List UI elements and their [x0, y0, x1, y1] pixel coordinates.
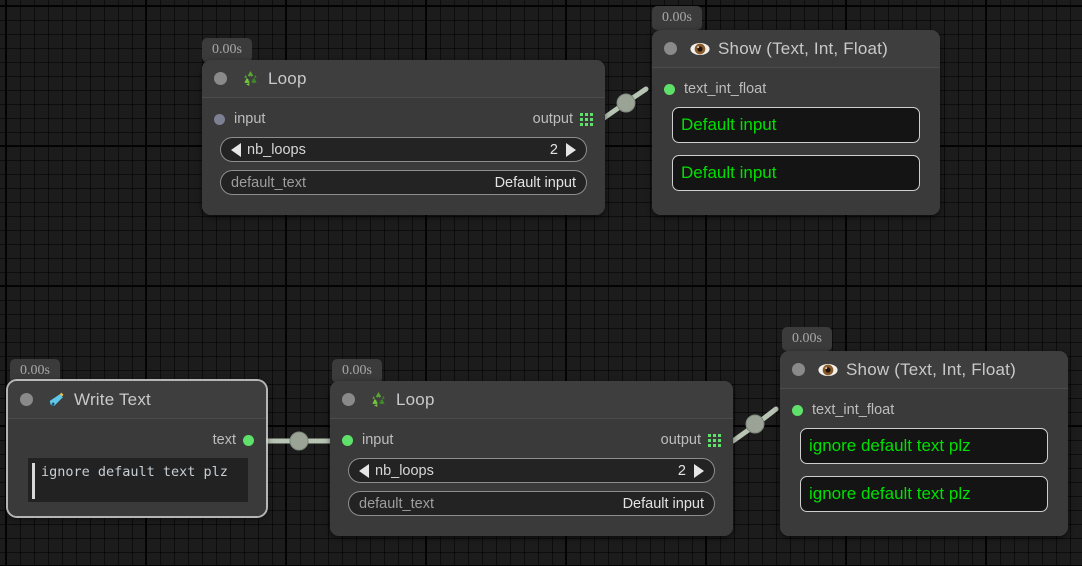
node-body: input output nb_loops 2 default_text Def… — [202, 98, 605, 215]
param-name: default_text — [231, 174, 306, 191]
input-port-dot[interactable] — [342, 434, 353, 446]
output-value-box: ignore default text plz — [800, 476, 1048, 512]
input-port-dot[interactable] — [664, 83, 675, 95]
input-port-label: text_int_float — [812, 402, 895, 418]
param-value: Default input — [494, 174, 576, 191]
timestamp-badge-write-text: 0.00s — [10, 359, 60, 383]
timestamp-badge-loop-bottom: 0.00s — [332, 359, 382, 383]
param-name: nb_loops — [375, 462, 434, 479]
recycle-icon — [240, 69, 260, 89]
text-caret — [32, 463, 35, 499]
wire-handle[interactable] — [616, 93, 636, 113]
node-title: Write Text — [74, 389, 151, 409]
arrow-left-icon[interactable] — [231, 142, 241, 157]
node-header[interactable]: Show (Text, Int, Float) — [780, 351, 1068, 389]
node-status-dot[interactable] — [20, 393, 33, 406]
arrow-left-icon[interactable] — [359, 463, 369, 478]
wire-loop-top-to-show-top[interactable] — [601, 86, 649, 121]
text-editor-input[interactable]: ignore default text plz — [28, 458, 248, 502]
param-name: nb_loops — [247, 141, 306, 158]
output-value-box: Default input — [672, 155, 920, 191]
ports-row: text_int_float — [664, 79, 928, 99]
ports-row: input output — [342, 430, 721, 450]
param-default-text[interactable]: default_text Default input — [220, 170, 587, 195]
ports-row: input output — [214, 109, 593, 129]
ports-row: text_int_float — [792, 400, 1056, 420]
input-port-label: input — [234, 111, 266, 127]
grid-icon[interactable] — [580, 112, 593, 126]
node-body: text ignore default text plz — [8, 419, 266, 516]
node-header[interactable]: Show (Text, Int, Float) — [652, 30, 940, 68]
output-port-label: text — [212, 432, 236, 448]
node-body: text_int_float Default input Default inp… — [652, 68, 940, 215]
node-title: Loop — [396, 389, 435, 409]
input-port-dot[interactable] — [792, 404, 803, 416]
node-write-text[interactable]: Write Text text ignore default text plz — [8, 381, 266, 516]
param-value: 2 — [677, 462, 686, 479]
input-port-dot[interactable] — [214, 113, 225, 125]
node-status-dot[interactable] — [664, 42, 677, 55]
wire-handle[interactable] — [745, 414, 765, 434]
grid-icon[interactable] — [708, 433, 721, 447]
output-value-box: Default input — [672, 107, 920, 143]
param-name: default_text — [359, 495, 434, 512]
param-default-text[interactable]: default_text Default input — [348, 491, 715, 516]
node-status-dot[interactable] — [792, 363, 805, 376]
node-status-dot[interactable] — [214, 72, 227, 85]
param-nb-loops-stepper[interactable]: nb_loops 2 — [348, 458, 715, 483]
node-show-top[interactable]: Show (Text, Int, Float) text_int_float D… — [652, 30, 940, 215]
node-header[interactable]: Loop — [202, 60, 605, 98]
output-port-dot[interactable] — [243, 434, 254, 446]
node-status-dot[interactable] — [342, 393, 355, 406]
node-body: input output nb_loops 2 default_text Def… — [330, 419, 733, 536]
node-body: text_int_float ignore default text plz i… — [780, 389, 1068, 536]
wire-loop-bottom-to-show-bottom[interactable] — [730, 406, 779, 444]
node-loop-top[interactable]: Loop input output nb_loops 2 default_tex… — [202, 60, 605, 215]
output-port-label: output — [660, 432, 701, 448]
param-value: Default input — [622, 495, 704, 512]
wire-handle[interactable] — [289, 431, 309, 451]
node-loop-bottom[interactable]: Loop input output nb_loops 2 default_tex… — [330, 381, 733, 536]
timestamp-badge-show-bottom: 0.00s — [782, 327, 832, 351]
pen-nib-icon — [46, 390, 66, 410]
node-header[interactable]: Loop — [330, 381, 733, 419]
eye-icon — [818, 360, 838, 380]
arrow-right-icon[interactable] — [566, 142, 576, 157]
editor-text: ignore default text plz — [41, 464, 228, 480]
param-value: 2 — [549, 141, 558, 158]
node-show-bottom[interactable]: Show (Text, Int, Float) text_int_float i… — [780, 351, 1068, 536]
ports-row: text — [20, 430, 254, 450]
eye-icon — [690, 39, 710, 59]
timestamp-badge-loop-top: 0.00s — [202, 38, 252, 62]
node-title: Show (Text, Int, Float) — [718, 38, 888, 58]
output-value-box: ignore default text plz — [800, 428, 1048, 464]
node-header[interactable]: Write Text — [8, 381, 266, 419]
input-port-label: input — [362, 432, 394, 448]
arrow-right-icon[interactable] — [694, 463, 704, 478]
recycle-icon — [368, 390, 388, 410]
output-port-label: output — [532, 111, 573, 127]
input-port-label: text_int_float — [684, 81, 767, 97]
param-nb-loops-stepper[interactable]: nb_loops 2 — [220, 137, 587, 162]
node-title: Show (Text, Int, Float) — [846, 359, 1016, 379]
timestamp-badge-show-top: 0.00s — [652, 6, 702, 30]
node-title: Loop — [268, 68, 307, 88]
